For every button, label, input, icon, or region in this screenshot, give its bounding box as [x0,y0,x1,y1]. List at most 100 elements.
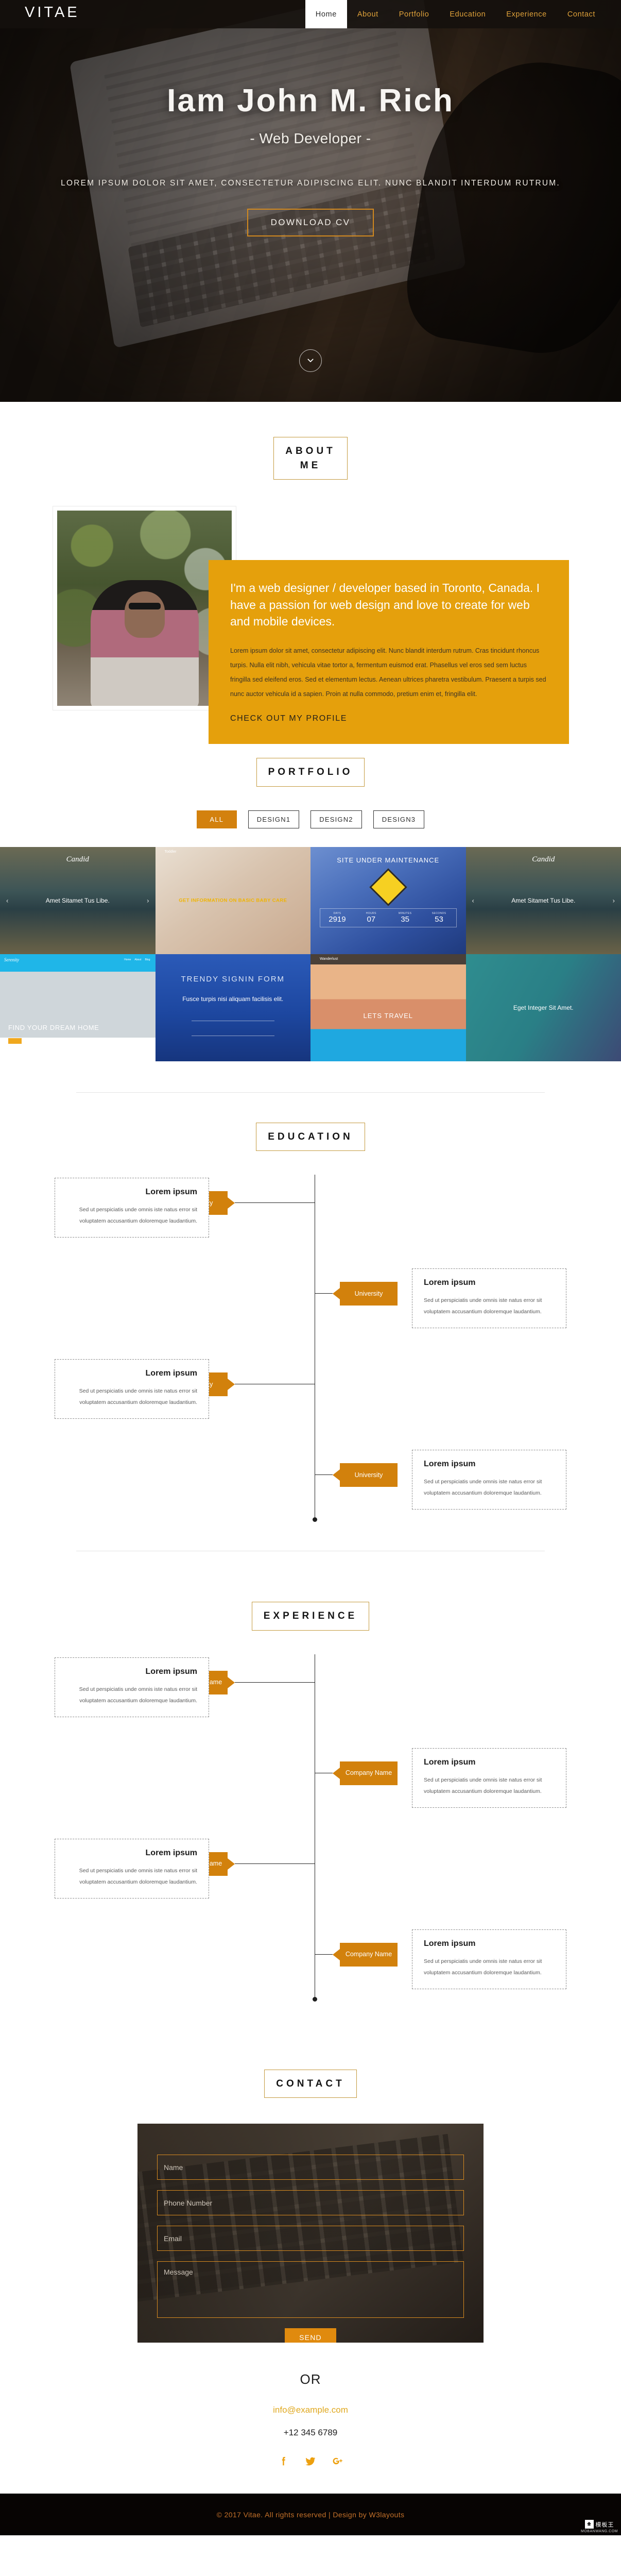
thumb-caption: GET INFORMATION ON BASIC BABY CARE [179,897,287,904]
education-tag-4[interactable]: University [340,1463,398,1487]
thumb-title: SITE UNDER MAINTENANCE [337,856,440,864]
contact-phone: +12 345 6789 [283,2428,338,2438]
nav-links: Home About Portfolio Education Experienc… [305,0,621,28]
filter-design2[interactable]: DESIGN2 [310,810,362,828]
portfolio-heading-wrap: PORTFOLIO [0,758,621,787]
contact-heading-label: CONTACT [276,2078,345,2089]
prev-arrow-icon: ‹ [472,896,474,905]
portfolio-item-candid-1[interactable]: Candid ‹ › Amet Sitamet Tus Libe. [0,846,156,954]
social-links [0,2455,621,2488]
about-heading-wrap: ABOUT ME [0,437,621,480]
counter-label: SECONDS [432,911,446,915]
education-card-text: Sed ut perspiciatis unde omnis iste natu… [424,1297,542,1315]
timeline-connector [235,1863,315,1864]
portfolio-grid: Candid ‹ › Amet Sitamet Tus Libe. Toddle… [0,846,621,1061]
education-entry-4: University Lorem ipsum Sed ut perspiciat… [0,1450,621,1520]
experience-card-1: Lorem ipsum Sed ut perspiciatis unde omn… [55,1657,209,1717]
counter-seconds: SECONDS 53 [422,912,456,924]
education-entry-2: University Lorem ipsum Sed ut perspiciat… [0,1268,621,1338]
portfolio-item-teal[interactable]: Eget Integer Sit Amet. [465,954,621,1061]
timeline-end-dot [313,1517,317,1522]
experience-timeline: Company Name Lorem ipsum Sed ut perspici… [0,1654,621,2002]
nav-item-education[interactable]: Education [450,10,486,19]
about-lead: I'm a web designer / developer based in … [230,581,540,629]
portfolio-item-candid-2[interactable]: Candid ‹ › Amet Sitamet Tus Libe. [465,846,621,954]
filter-all[interactable]: ALL [196,810,237,828]
education-heading-wrap: EDUCATION [0,1122,621,1151]
portfolio-heading: PORTFOLIO [256,758,365,787]
experience-entry-1: Company Name Lorem ipsum Sed ut perspici… [0,1657,621,1727]
check-profile-link[interactable]: CHECK OUT MY PROFILE [230,714,347,723]
google-plus-link[interactable] [332,2455,343,2467]
education-tag-2[interactable]: University [340,1282,398,1306]
nav-item-portfolio[interactable]: Portfolio [399,10,429,19]
education-card-title: Lorem ipsum [145,1188,197,1197]
experience-tag-2[interactable]: Company Name [340,1761,398,1785]
email-input[interactable] [157,2226,464,2251]
countdown-counter: DAYS 2919 HOURS 07 MINUTES 35 SECONDS 53 [320,908,457,927]
education-heading-label: EDUCATION [268,1131,353,1142]
contact-heading: CONTACT [264,2069,357,2098]
counter-value: 35 [401,914,410,924]
experience-card-4: Lorem ipsum Sed ut perspiciatis unde omn… [412,1929,566,1989]
nav-item-home[interactable]: Home [305,0,347,28]
thumb-title: TRENDY SIGNIN FORM [181,974,285,984]
scroll-down-button[interactable] [299,349,322,372]
site-logo[interactable]: VITAE [25,4,80,21]
experience-tag-4[interactable]: Company Name [340,1942,398,1967]
thumb-caption: Eget Integer Sit Amet. [513,1004,574,1011]
experience-heading: EXPERIENCE [251,1602,370,1631]
about-body-text: Lorem ipsum dolor sit amet, consectetur … [230,647,546,698]
experience-heading-label: EXPERIENCE [263,1611,358,1622]
about-heading: ABOUT ME [273,437,348,480]
portfolio-filters: ALL DESIGN1 DESIGN2 DESIGN3 [0,810,621,828]
portfolio-item-wanderlust[interactable]: Wanderlust LETS TRAVEL [310,954,466,1061]
education-card-text: Sed ut perspiciatis unde omnis iste natu… [79,1207,197,1225]
badge-row: 模板王 [584,2520,614,2529]
contact-email-link[interactable]: info@example.com [273,2405,348,2415]
filter-design3[interactable]: DESIGN3 [373,810,425,828]
twitter-icon [305,2457,316,2466]
main-navbar: VITAE Home About Portfolio Education Exp… [0,0,621,28]
portfolio-heading-label: PORTFOLIO [268,767,353,778]
phone-input[interactable] [157,2190,464,2216]
portfolio-item-signin[interactable]: TRENDY SIGNIN FORM Fusce turpis nisi ali… [155,954,310,1061]
thumb-title: Toddler [164,850,177,854]
hero-title: Iam John M. Rich [167,83,454,118]
experience-entry-3: Company Name Lorem ipsum Sed ut perspici… [0,1838,621,1909]
education-card-4: Lorem ipsum Sed ut perspiciatis unde omn… [412,1450,566,1510]
contact-heading-wrap: CONTACT [0,2069,621,2098]
thumb-title: Candid [532,855,555,863]
google-plus-icon [333,2458,342,2465]
filter-design1[interactable]: DESIGN1 [248,810,300,828]
twitter-link[interactable] [305,2455,316,2467]
timeline-connector [315,1954,333,1955]
send-button[interactable]: SEND [285,2328,336,2343]
portfolio-item-toddler[interactable]: Toddler GET INFORMATION ON BASIC BABY CA… [155,846,310,954]
message-textarea[interactable] [157,2261,464,2318]
experience-card-text: Sed ut perspiciatis unde omnis iste natu… [424,1958,542,1976]
facebook-icon [282,2457,285,2466]
experience-card-title: Lorem ipsum [145,1667,197,1676]
thumb-title: Serenity [4,957,20,962]
nav-item-experience[interactable]: Experience [506,10,547,19]
education-entry-1: University Lorem ipsum Sed ut perspiciat… [0,1178,621,1248]
portfolio-item-maintenance[interactable]: SITE UNDER MAINTENANCE DAYS 2919 HOURS 0… [310,846,466,954]
thumb-title: Candid [66,855,89,863]
about-body: I'm a web designer / developer based in … [33,506,588,744]
hero-content: Iam John M. Rich - Web Developer - LOREM… [0,28,621,236]
facebook-link[interactable] [278,2455,289,2467]
thumb-caption: Fusce turpis nisi aliquam facilisis elit… [182,995,284,1003]
prev-arrow-icon: ‹ [6,896,9,905]
counter-value: 53 [435,914,443,924]
nav-item-about[interactable]: About [357,10,378,19]
site-footer: © 2017 Vitae. All rights reserved | Desi… [0,2494,621,2536]
nav-item-contact[interactable]: Contact [567,10,595,19]
name-input[interactable] [157,2155,464,2180]
portfolio-section: PORTFOLIO ALL DESIGN1 DESIGN2 DESIGN3 Ca… [0,740,621,1093]
experience-card-3: Lorem ipsum Sed ut perspiciatis unde omn… [55,1838,209,1899]
download-cv-button[interactable]: DOWNLOAD CV [247,209,374,236]
construction-sign-icon [369,868,407,906]
